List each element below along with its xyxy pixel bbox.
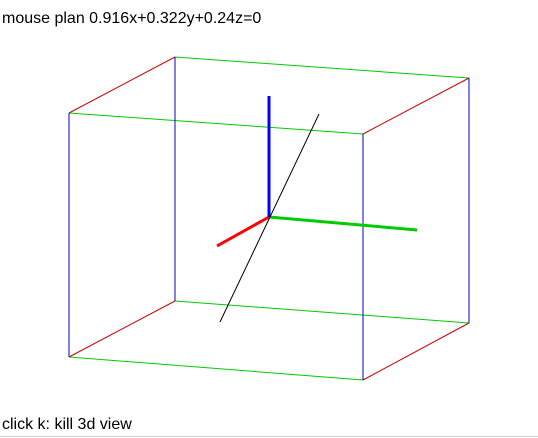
bottom-divider bbox=[0, 436, 538, 437]
box-edge-top-front bbox=[68, 112, 364, 135]
box-edge-top-right bbox=[362, 77, 470, 135]
y-axis bbox=[268, 215, 418, 232]
box-edge-bottom-back bbox=[174, 300, 470, 324]
box-edge-bottom-front bbox=[68, 356, 364, 381]
box-edge-top-back bbox=[174, 56, 470, 79]
x-axis bbox=[216, 215, 270, 248]
kill-3d-view-hint: click k: kill 3d view bbox=[2, 416, 132, 433]
box-edge-top-left bbox=[68, 56, 176, 114]
bounding-box bbox=[68, 56, 470, 381]
box-edge-bottom-left bbox=[68, 300, 176, 358]
box-edge-bottom-right bbox=[362, 322, 470, 381]
mouse-plane-trace bbox=[219, 113, 320, 323]
mouse-plane-readout: mouse plan 0.916x+0.322y+0.24z=0 bbox=[2, 10, 262, 27]
coordinate-axes bbox=[216, 96, 418, 248]
